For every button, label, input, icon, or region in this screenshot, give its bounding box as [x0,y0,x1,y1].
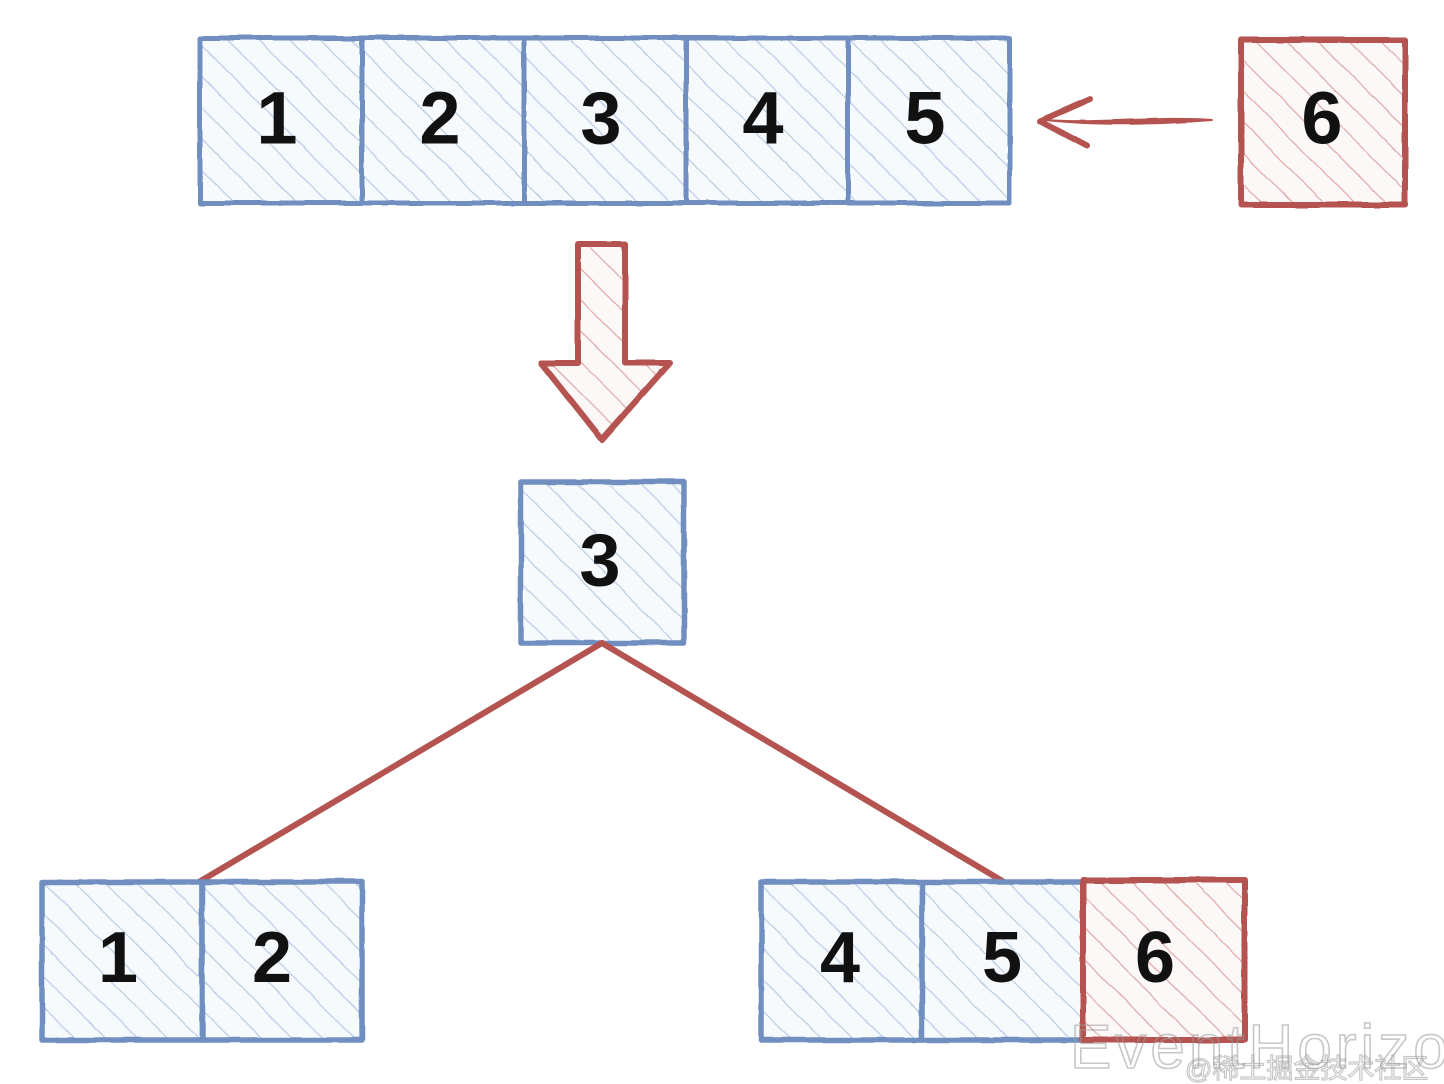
insert-arrow [1037,96,1213,149]
array-cell[interactable] [199,879,365,1043]
array-cell-inserted[interactable] [1080,877,1248,1043]
right-child-node[interactable] [758,877,1248,1043]
cell-label: 6 [1135,918,1175,998]
array-cell[interactable] [359,35,527,206]
full-node-before-split-labels: 1 2 3 4 5 [256,77,945,160]
cell-label: 5 [904,77,945,160]
incoming-key-box[interactable] [1238,37,1408,208]
cell-label: 1 [98,918,138,998]
array-cell[interactable] [758,879,925,1043]
edge-to-right-child [599,640,1007,885]
cell-label: 2 [419,77,460,160]
cell-label: 3 [580,77,621,160]
cell-label: 2 [252,918,292,998]
insert-arrow-head [1037,96,1093,149]
child-edges [196,640,1007,885]
incoming-key-label: 6 [1301,77,1342,160]
array-cell[interactable] [197,35,365,206]
array-cell[interactable] [845,35,1013,206]
watermark-sub: @稀土掘金技术社区 [1185,1054,1428,1084]
watermark-main: EventHorizon [1070,1013,1444,1082]
promoted-node-label: 3 [579,519,620,602]
cell-label: 5 [982,918,1022,998]
left-child-labels: 1 2 [98,918,292,998]
right-child-labels: 4 5 6 [820,918,1175,998]
left-child-node[interactable] [39,879,365,1043]
watermark: EventHorizon @稀土掘金技术社区 [1069,1012,1444,1084]
edge-to-left-child [196,640,605,885]
cell-label: 4 [820,918,860,998]
cell-label: 4 [742,77,783,160]
split-arrow [538,241,673,443]
insert-arrow-shaft [1045,117,1213,125]
promoted-median-node[interactable] [518,479,687,646]
full-node-before-split[interactable] [197,35,1013,206]
split-arrow-shape [538,241,673,443]
incoming-key[interactable] [1238,37,1408,208]
cell-label: 1 [256,77,297,160]
promoted-node-box[interactable] [518,479,687,646]
array-cell[interactable] [39,879,205,1043]
array-cell[interactable] [521,35,689,206]
